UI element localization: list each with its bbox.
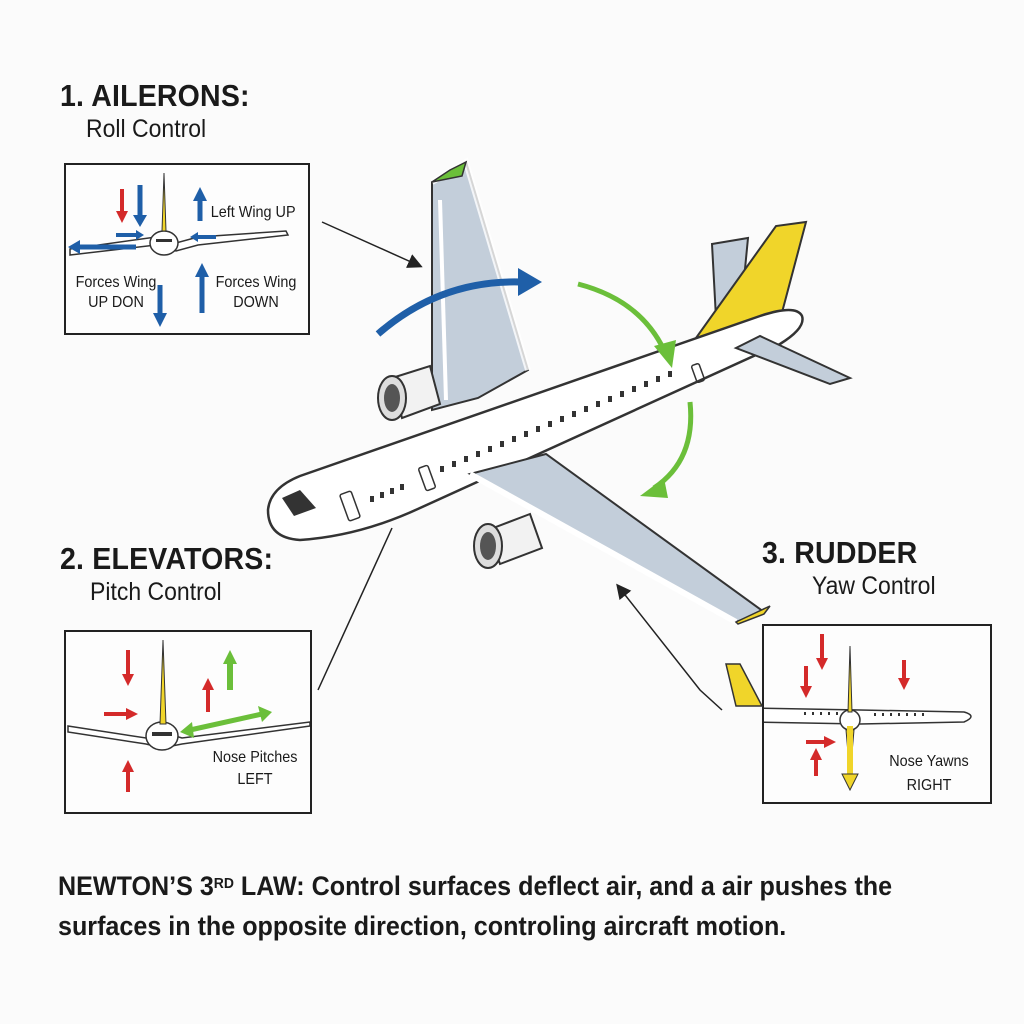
elevators-subtitle: Pitch Control [90,578,222,606]
roll-arrow [375,278,521,337]
forces-down-label-line1: Forces Wing [215,274,297,291]
ailerons-leader-line [321,221,423,268]
ailerons-diagram-box: Left Wing UP Forces Wing UP DON Forces W… [64,163,310,335]
horizontal-stabilizer [733,334,853,386]
nose-pitches-label-line2: LEFT [237,771,273,788]
elevators-leader-line [317,527,393,691]
upper-engine [377,364,442,421]
caption-superscript: RD [213,875,234,892]
newton-law-caption: NEWTON’S 3RD LAW: Control surfaces defle… [58,866,914,946]
vertical-tail [693,220,808,340]
caption-text: LAW: Control surfaces deflect air, and a… [58,871,893,941]
elevators-diagram-box: Nose Pitches LEFT [64,630,312,814]
ailerons-subtitle: Roll Control [86,115,207,143]
left-wing-up-label: Left Wing UP [210,204,296,221]
fuselage [266,308,804,542]
rudder-title: 3. RUDDER [762,535,918,570]
caption-prefix: NEWTON’S 3 [58,871,214,901]
ailerons-title: 1. AILERONS: [60,78,250,113]
pitch-arrow-lower [652,401,694,491]
forces-up-label-line1: Forces Wing [75,274,157,291]
pitch-arrow-upper [577,281,667,352]
rudder-side-tail [725,663,764,707]
rudder-diagram-box: Nose Yawns RIGHT [762,624,992,804]
lower-engine [473,512,544,569]
nose-pitches-label-line1: Nose Pitches [212,749,298,766]
ailerons-diagram [68,172,290,327]
rudder-leader-line [616,583,723,711]
lower-wing [467,452,771,625]
forces-up-label-line2: UP DON [88,294,144,311]
rudder-diagram [764,634,972,792]
nose-yawns-label-line1: Nose Yawns [889,753,969,770]
nose-yawns-label-line2: RIGHT [906,777,952,794]
forces-down-label-line2: DOWN [233,294,279,311]
rudder-subtitle: Yaw Control [812,572,936,600]
elevators-diagram [67,639,310,792]
elevators-title: 2. ELEVATORS: [60,541,274,576]
